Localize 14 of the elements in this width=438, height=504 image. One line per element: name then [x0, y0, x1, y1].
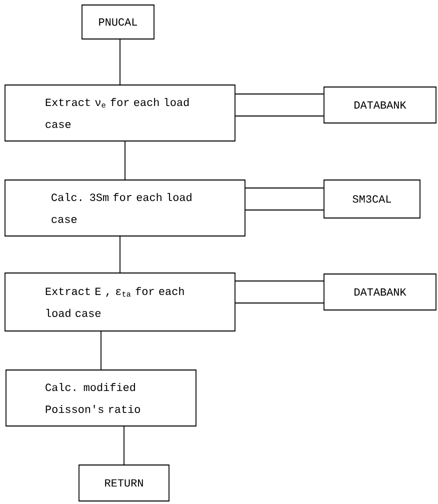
- connector-line: [245, 188, 324, 210]
- subroutine-box: SM3CAL: [324, 180, 420, 218]
- process-box: Calc. modified Poisson's ratio: [6, 370, 196, 426]
- process-box: Extract E , ε$_{ta}$ for each load case: [4, 272, 236, 332]
- process-box: RETURN: [78, 464, 170, 502]
- flow-line: [100, 331, 102, 370]
- process-box: PNUCAL: [82, 4, 154, 40]
- process-box: Calc. 3Sm for each load case: [4, 180, 246, 236]
- subroutine-box: DATABANK: [324, 274, 436, 310]
- flow-line: [124, 141, 126, 180]
- connector-line: [235, 280, 324, 304]
- process-box: Extract ν$_{e}$ for each load case: [4, 84, 236, 142]
- subroutine-box: DATABANK: [324, 86, 436, 124]
- connector-line: [235, 94, 324, 116]
